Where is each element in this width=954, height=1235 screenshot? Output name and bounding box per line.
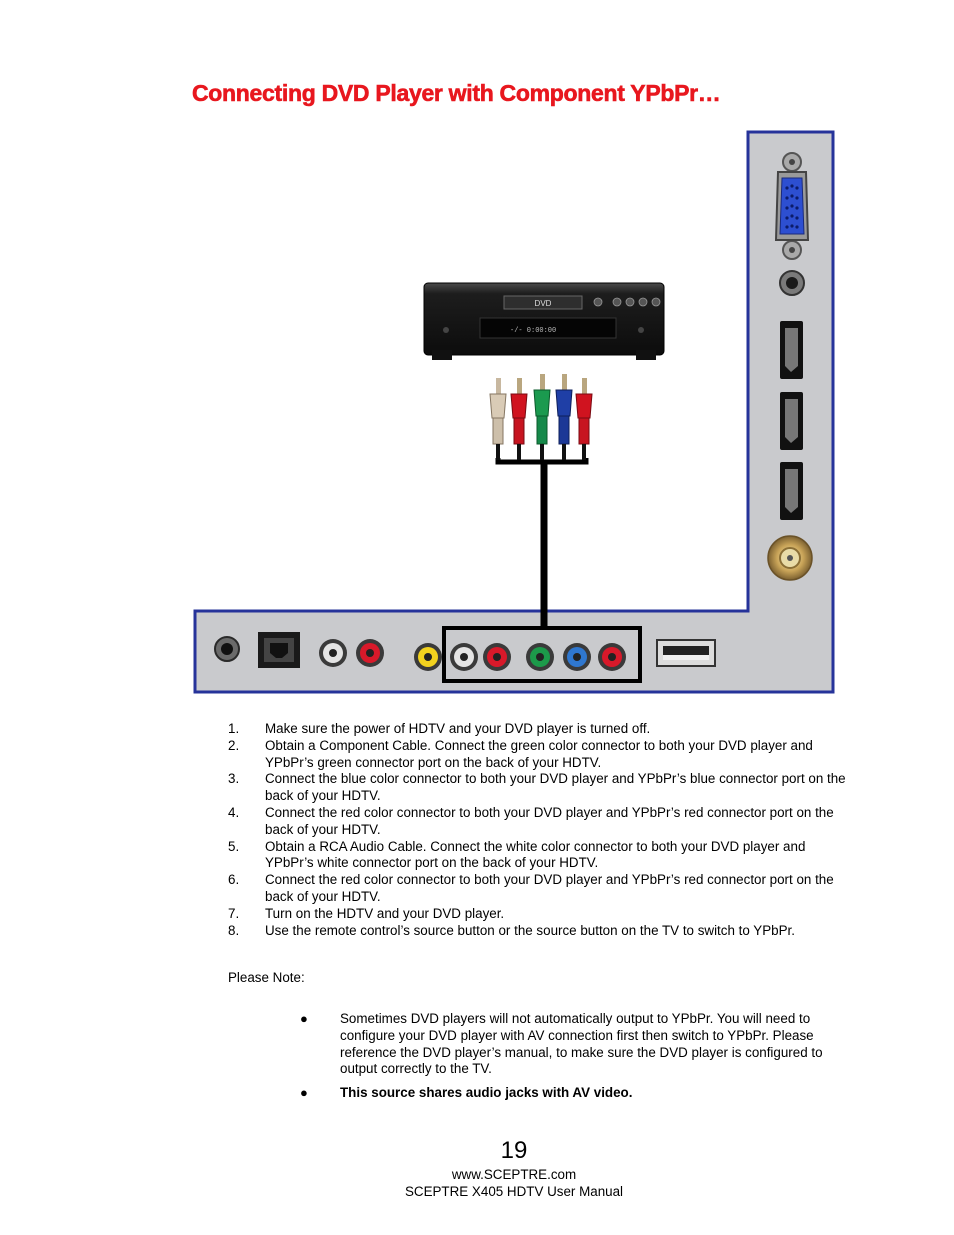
rca-plug-green-icon [534, 374, 550, 460]
bullet-icon: ● [300, 1011, 340, 1078]
list-item: 2.Obtain a Component Cable. Connect the … [228, 738, 848, 772]
y-green-jack-icon [526, 643, 554, 671]
hdmi-port-icon [780, 392, 803, 450]
dvd-label: DVD [535, 299, 552, 308]
list-item: 5.Obtain a RCA Audio Cable. Connect the … [228, 839, 848, 873]
audio-out-white-jack-icon [319, 639, 347, 667]
instruction-steps: 1.Make sure the power of HDTV and your D… [228, 721, 848, 939]
list-item: 6.Connect the red color connector to bot… [228, 872, 848, 906]
list-item: ● Sometimes DVD players will not automat… [300, 1011, 830, 1078]
av-video-yellow-jack-icon [414, 643, 442, 671]
connection-diagram: DVD -/- 0:00:00 [0, 0, 954, 720]
note-list: ● Sometimes DVD players will not automat… [300, 1011, 830, 1109]
note-label: Please Note: [228, 970, 305, 985]
list-item: ● This source shares audio jacks with AV… [300, 1085, 830, 1102]
list-item: 4.Connect the red color connector to bot… [228, 805, 848, 839]
coax-rf-port-icon [768, 536, 812, 580]
list-item: 7.Turn on the HDTV and your DVD player. [228, 906, 848, 923]
dvd-display: -/- 0:00:00 [510, 327, 556, 335]
bullet-icon: ● [300, 1085, 340, 1102]
pb-blue-jack-icon [563, 643, 591, 671]
page-number: 19 [0, 1137, 954, 1165]
dvd-player-icon: DVD -/- 0:00:00 [424, 283, 664, 360]
hdmi-port-icon [780, 462, 803, 520]
hdmi-port-icon [780, 321, 803, 379]
audio-out-red-jack-icon [356, 639, 384, 667]
audio-in-red-jack-icon [483, 643, 511, 671]
list-item: 3.Connect the blue color connector to bo… [228, 771, 848, 805]
usb-port-icon [657, 640, 715, 666]
pc-audio-jack-icon [780, 271, 804, 295]
website-url: www.SCEPTRE.com [0, 1167, 954, 1182]
rca-plug-red-icon [576, 378, 592, 460]
rca-plug-red-icon [511, 378, 527, 460]
audio-in-white-jack-icon [450, 643, 478, 671]
list-item: 1.Make sure the power of HDTV and your D… [228, 721, 848, 738]
optical-spdif-port-icon [258, 632, 300, 668]
rca-plug-white-icon [490, 378, 506, 460]
manual-title: SCEPTRE X405 HDTV User Manual [0, 1184, 954, 1199]
earphone-jack-icon [215, 637, 239, 661]
rca-plug-blue-icon [556, 374, 572, 460]
list-item: 8.Use the remote control’s source button… [228, 923, 848, 940]
pr-red-jack-icon [598, 643, 626, 671]
